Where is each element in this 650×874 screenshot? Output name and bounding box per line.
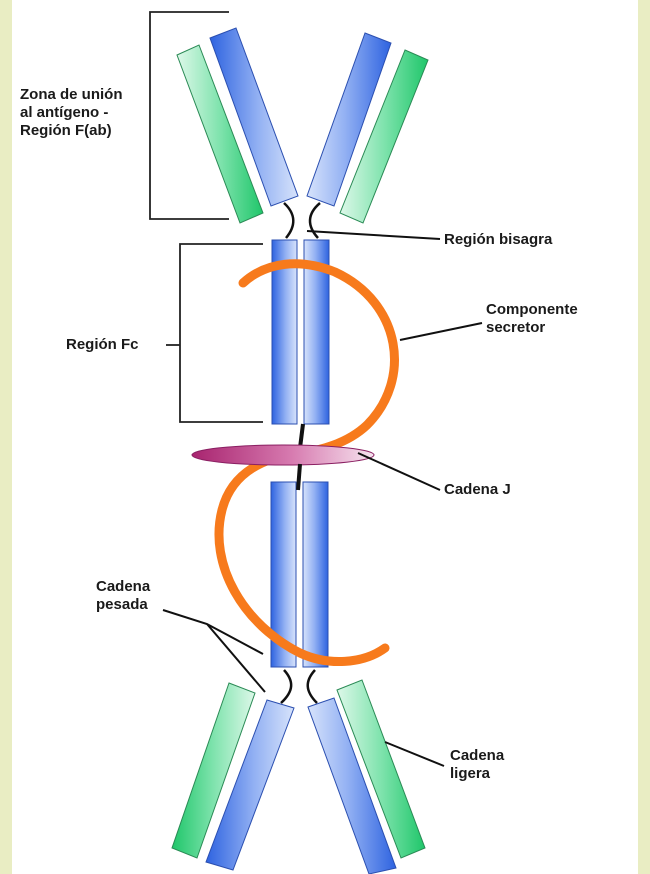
disulfide-link-upper	[300, 424, 303, 448]
disulfide-link-lower	[298, 464, 300, 490]
fc-heavy-chain-lower-right	[303, 482, 328, 667]
fab-region-label: Zona de unión al antígeno - Región F(ab)	[20, 86, 123, 140]
fc-region-label: Región Fc	[66, 336, 139, 354]
j-chain-leader-line	[358, 453, 440, 490]
secretory-component-label: Componente secretor	[486, 301, 578, 337]
fc-bracket	[180, 244, 263, 422]
j-chain-label: Cadena J	[444, 481, 511, 499]
j-chain	[192, 445, 374, 465]
heavy-chain-leader-lines	[163, 610, 265, 692]
heavy-chain-label: Cadena pesada	[96, 578, 150, 614]
hinge-region-label: Región bisagra	[444, 231, 552, 249]
secretory-component-lower-arc	[219, 453, 385, 662]
hinge-upper	[284, 203, 320, 238]
hinge-leader-line	[307, 231, 440, 239]
light-chain-leader-line	[385, 742, 444, 766]
light-chain-label: Cadena ligera	[450, 747, 504, 783]
secretory-leader-line	[400, 323, 482, 340]
hinge-lower	[281, 670, 317, 703]
